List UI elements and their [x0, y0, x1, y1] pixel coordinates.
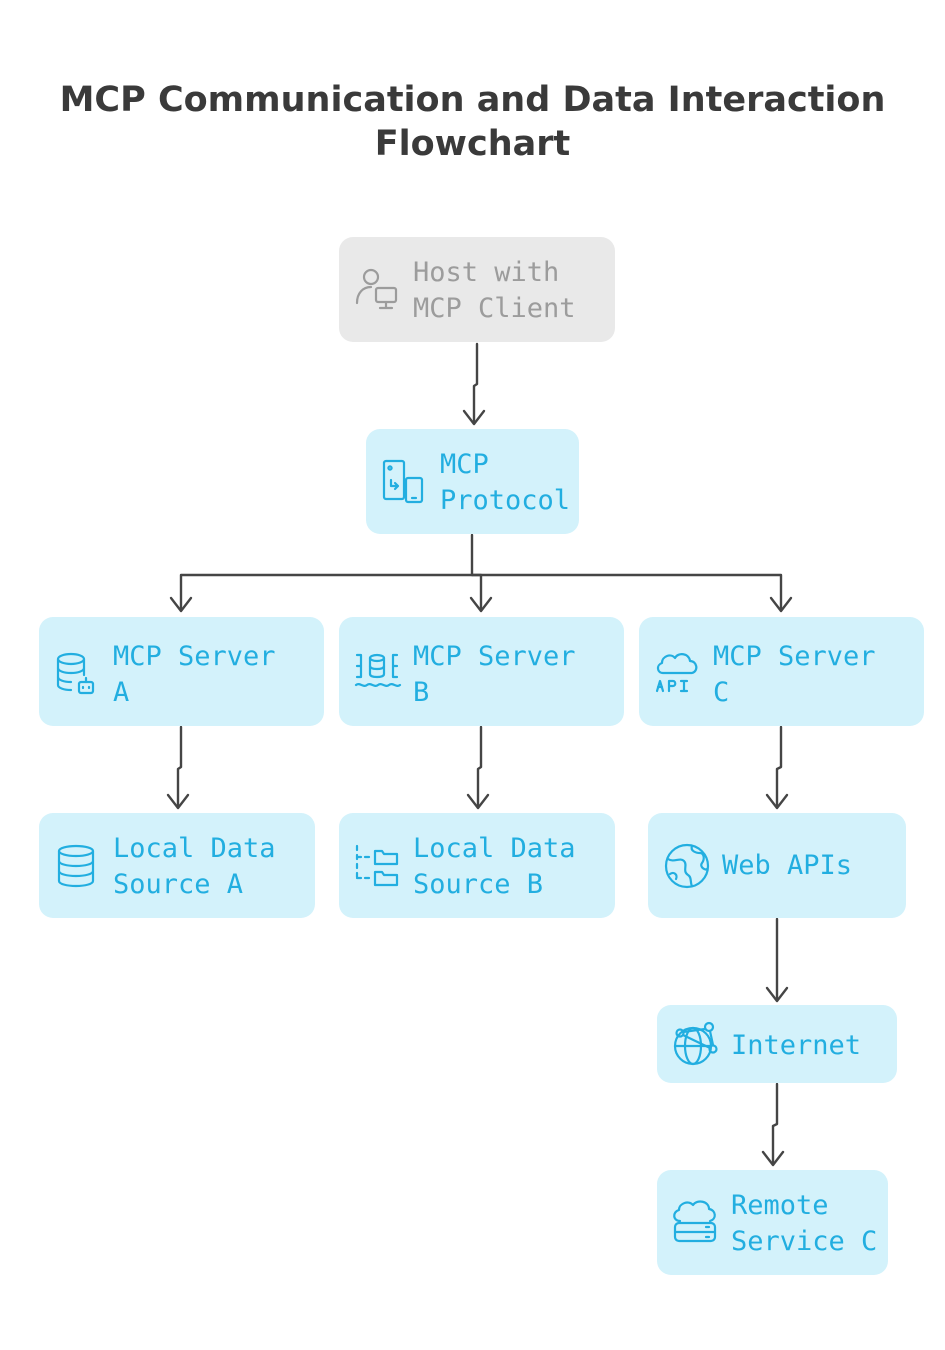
node-host-label: Host with MCP Client	[413, 257, 576, 324]
node-web-apis[interactable]: Web APIs	[648, 813, 906, 918]
globe-icon	[662, 841, 712, 891]
edge-web-apis-to-internet	[765, 917, 789, 1003]
edge-protocol-to-server-b	[469, 573, 493, 613]
folder-tree-icon	[353, 842, 403, 892]
node-mcp-server-a[interactable]: MCP Server A	[39, 617, 324, 726]
database-stream-icon	[353, 647, 403, 697]
node-server-a-label: MCP Server A	[113, 641, 276, 708]
node-source-a-label: Local Data Source A	[113, 833, 276, 900]
node-mcp-protocol[interactable]: MCP Protocol	[366, 429, 579, 534]
node-local-data-source-a[interactable]: Local Data Source A	[39, 813, 315, 918]
database-bot-icon	[51, 649, 101, 699]
cloud-server-icon	[669, 1197, 719, 1247]
diagram-title-line-1: MCP Communication and Data Interaction	[59, 80, 886, 120]
node-web-apis-label: Web APIs	[722, 850, 853, 881]
node-mcp-server-c[interactable]: MCP Server C	[639, 617, 924, 726]
node-protocol-label: MCP Protocol	[440, 449, 571, 516]
edge-protocol-to-server-a	[169, 533, 474, 613]
node-mcp-server-b[interactable]: MCP Server B	[339, 617, 624, 726]
node-server-b-label: MCP Server B	[413, 641, 576, 708]
edge-server-b-to-source-b	[466, 725, 490, 810]
device-sync-icon	[378, 456, 428, 506]
user-monitor-icon	[352, 263, 402, 313]
node-host-with-mcp-client[interactable]: Host with MCP Client	[339, 237, 615, 342]
edge-internet-to-remote-service	[761, 1082, 785, 1167]
edge-protocol-to-server-c	[470, 573, 793, 613]
node-internet[interactable]: Internet	[657, 1005, 897, 1083]
cloud-api-icon	[653, 647, 703, 697]
edge-server-c-to-web-apis	[765, 725, 789, 810]
node-remote-service-label: Remote Service C	[731, 1190, 878, 1257]
network-globe-icon	[671, 1019, 721, 1069]
node-remote-service-c[interactable]: Remote Service C	[657, 1170, 888, 1275]
node-server-c-label: MCP Server C	[713, 641, 876, 708]
node-local-data-source-b[interactable]: Local Data Source B	[339, 813, 615, 918]
diagram-title-line-2: Flowchart	[374, 124, 571, 164]
edge-server-a-to-source-a	[166, 725, 190, 810]
edge-host-to-protocol	[462, 342, 486, 426]
diagram-title: MCP Communication and Data Interaction F…	[0, 78, 945, 166]
node-internet-label: Internet	[731, 1030, 862, 1061]
database-icon	[53, 842, 103, 892]
node-source-b-label: Local Data Source B	[413, 833, 576, 900]
